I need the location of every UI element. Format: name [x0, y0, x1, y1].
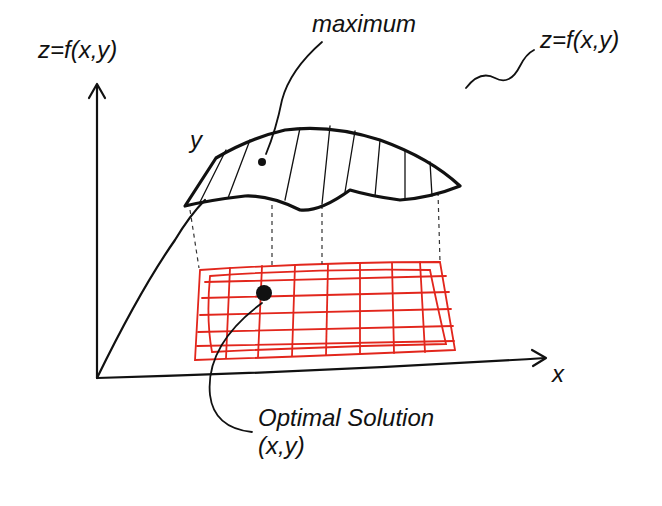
projection-lines — [190, 192, 440, 268]
x-axis — [97, 358, 545, 378]
y-axis-curve — [97, 200, 205, 378]
axis-arrowhead — [89, 84, 105, 98]
maximum-point — [258, 158, 266, 166]
leader-lines — [210, 42, 534, 432]
surface — [185, 126, 460, 210]
axis-label: x — [552, 360, 582, 388]
axis-label: z=f(x,y) — [38, 36, 158, 64]
domain-grid — [195, 262, 455, 360]
callout-label: Optimal Solution (x,y) — [258, 404, 444, 459]
surface-label: z=f(x,y) — [540, 26, 658, 54]
optimal-point — [256, 285, 272, 301]
callout-label: maximum — [312, 10, 442, 38]
axis-arrowhead — [532, 350, 546, 366]
z-axis — [96, 86, 98, 378]
axis-label: y — [190, 126, 220, 154]
